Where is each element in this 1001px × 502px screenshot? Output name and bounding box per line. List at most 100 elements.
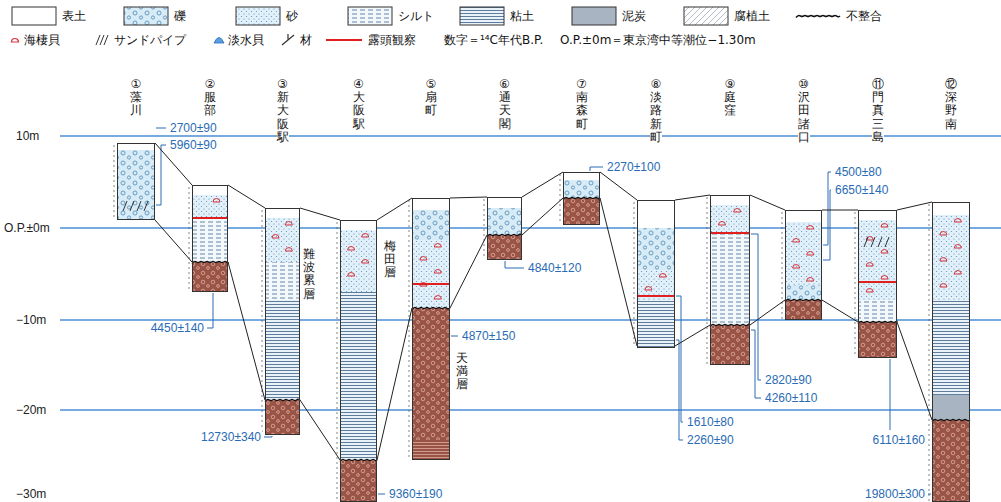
marine-shell: [881, 250, 888, 253]
layer-soil: [192, 185, 228, 195]
sample-dot: [188, 282, 189, 283]
sample-dot: [633, 237, 634, 238]
sample-dot: [781, 232, 782, 233]
sample-dot: [408, 455, 409, 456]
sample-dot: [113, 185, 114, 186]
sample-dot: [854, 317, 855, 318]
layer-soil: [710, 195, 750, 205]
marine-shell: [348, 247, 355, 251]
sand-pipe: [885, 237, 889, 247]
sample-dot: [336, 322, 337, 323]
sample-dot: [261, 240, 262, 241]
depth-line: [60, 409, 1001, 410]
sample-dot: [928, 369, 929, 370]
leader-line: [928, 494, 931, 495]
sample-dot: [408, 245, 409, 246]
sample-dot: [706, 222, 707, 223]
sample-dot: [559, 184, 560, 185]
sample-dot: [336, 367, 337, 368]
unconformity: [265, 399, 300, 401]
sample-dot: [928, 319, 929, 320]
legend-text: 砂: [286, 9, 298, 23]
bore-column: ⑥通天閣: [487, 197, 522, 260]
marine-shell: [719, 222, 726, 225]
layer-gravel: [487, 208, 522, 235]
layer-base: [710, 325, 750, 365]
leader-line: [505, 261, 524, 268]
sample-dot: [854, 327, 855, 328]
sample-dot: [854, 337, 855, 338]
sample-dot: [633, 227, 634, 228]
layer-baseclay: [412, 440, 450, 460]
sample-dot: [483, 209, 484, 210]
sample-dot: [706, 302, 707, 303]
sample-dot: [408, 310, 409, 311]
sample-dot: [928, 324, 929, 325]
sample-dot: [408, 325, 409, 326]
legend-swatch: [96, 35, 100, 45]
radiocarbon-age: 4450±140: [150, 321, 205, 335]
sample-dot: [336, 402, 337, 403]
outcrop-line: [637, 295, 675, 297]
sample-dot: [706, 217, 707, 218]
sample-dot: [408, 205, 409, 206]
sample-dot: [928, 299, 929, 300]
radiocarbon-age: 4500±80: [834, 165, 883, 179]
correlation-line: [822, 210, 858, 211]
sample-dot: [928, 274, 929, 275]
bore-column: ③新大阪駅: [265, 208, 300, 435]
outcrop-line: [192, 217, 228, 219]
legend-text: サンドパイプ: [114, 33, 186, 47]
layer-gravel: [117, 150, 155, 220]
sample-dot: [633, 287, 634, 288]
sample-dot: [781, 242, 782, 243]
sample-dot: [854, 302, 855, 303]
sample-dot: [336, 277, 337, 278]
unconformity: [412, 307, 450, 309]
sample-dot: [261, 380, 262, 381]
station-name: ②服部: [204, 78, 216, 118]
sample-dot: [261, 325, 262, 326]
sample-dot: [706, 342, 707, 343]
sample-dot: [336, 352, 337, 353]
sample-dot: [706, 267, 707, 268]
sample-dot: [336, 362, 337, 363]
sand-pipe: [864, 237, 868, 247]
sample-dot: [336, 242, 337, 243]
sample-dot: [113, 205, 114, 206]
sample-dot: [188, 197, 189, 198]
sample-dot: [928, 259, 929, 260]
marine-shell: [954, 271, 961, 274]
layer-base: [412, 308, 450, 440]
legend-swatch: [12, 7, 56, 25]
correlation-line: [897, 202, 932, 210]
sample-dot: [188, 277, 189, 278]
legend-swatch: [572, 7, 616, 25]
sample-dot: [633, 317, 634, 318]
sample-dot: [408, 335, 409, 336]
marine-shell: [793, 239, 800, 242]
note-text: 数字＝¹⁴C年代B.P.: [444, 33, 543, 47]
sample-dot: [854, 247, 855, 248]
sample-dot: [633, 272, 634, 273]
station-name: ⑧淡路新町: [650, 78, 662, 144]
sample-dot: [408, 250, 409, 251]
marine-shell: [807, 278, 814, 281]
sample-dot: [336, 267, 337, 268]
bore-column: ⑤扇町: [412, 198, 450, 460]
sample-dot: [336, 412, 337, 413]
sample-dot: [336, 497, 337, 498]
sample-dot: [408, 285, 409, 286]
sample-dot: [261, 375, 262, 376]
sample-dot: [336, 297, 337, 298]
marine-shell: [807, 226, 814, 230]
correlation-line: [822, 300, 858, 322]
legend-text: シルト: [398, 9, 434, 23]
leader-line: [378, 494, 385, 495]
sample-dot: [928, 284, 929, 285]
sample-dot: [706, 357, 707, 358]
sample-dot: [261, 315, 262, 316]
sample-dot: [336, 417, 337, 418]
sample-dot: [781, 237, 782, 238]
sample-dot: [633, 312, 634, 313]
